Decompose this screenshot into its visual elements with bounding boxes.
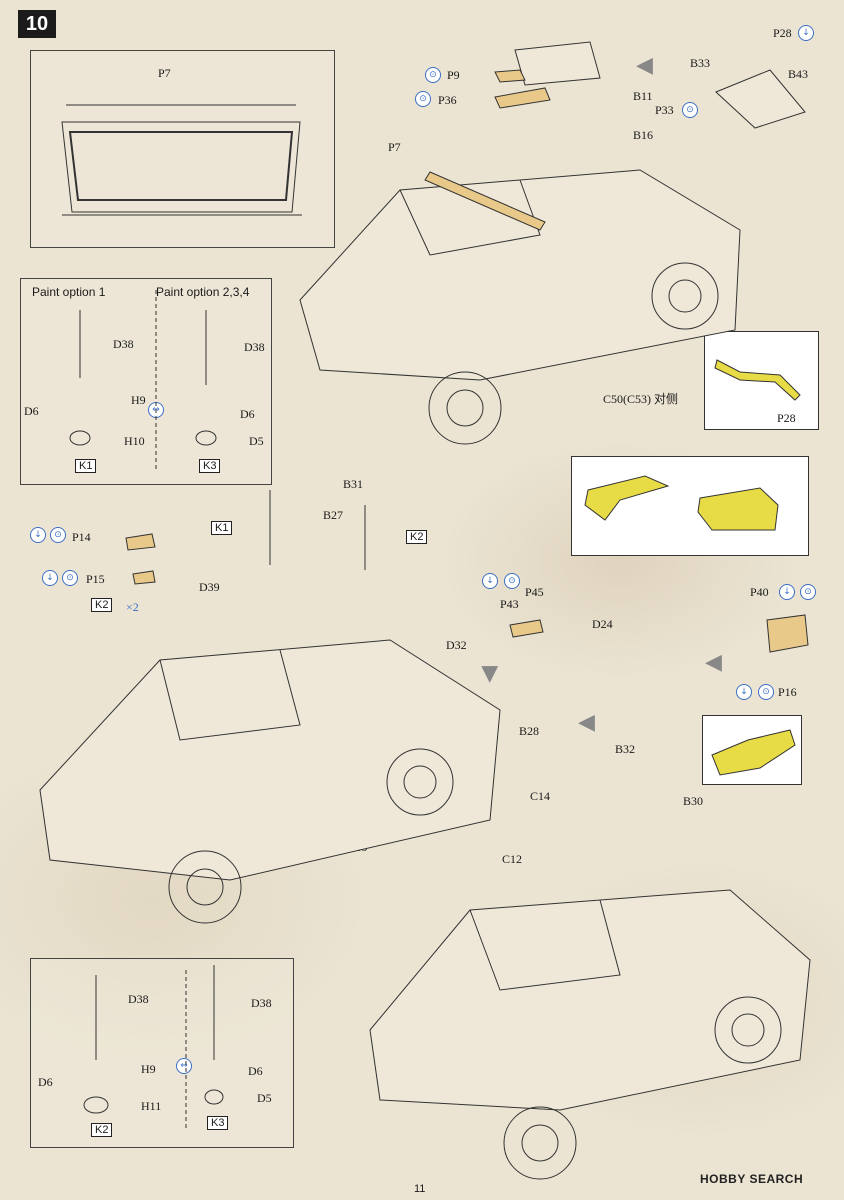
- paint-option-box-bottom: [30, 958, 294, 1148]
- part-label-h11: H11: [141, 1099, 162, 1113]
- step-number: 10: [18, 10, 56, 38]
- glue-icon-p40: ↓: [779, 584, 795, 600]
- part-label-p43: P43: [500, 597, 519, 611]
- part-label-b11: B11: [633, 89, 653, 103]
- part-label-p33: P33: [655, 103, 674, 117]
- part-label-b31: B31: [343, 477, 364, 491]
- quantity-x2: ×2: [126, 600, 139, 614]
- direction-arrow-p40: ◀: [705, 650, 722, 675]
- part-label-b16: B16: [633, 128, 654, 142]
- part-label-c50: C50(C53) 对侧: [603, 392, 679, 406]
- part-label-k3-a: K3: [199, 459, 221, 473]
- part-label-k2-a: K2: [406, 530, 428, 544]
- glue-icon-p36: ⊙: [415, 91, 431, 107]
- part-label-b43: B43: [788, 67, 809, 81]
- page-number: 11: [414, 1183, 426, 1195]
- part-label-c12: C12: [502, 852, 523, 866]
- part-label-d38-a: D38: [113, 337, 134, 351]
- glue-icon-p15: ↓: [42, 570, 58, 586]
- paint-icon-p40: ⊙: [800, 584, 816, 600]
- paint-icon-p43: ⊙: [504, 573, 520, 589]
- part-label-p45: P45: [525, 585, 544, 599]
- part-label-k2-b: K2: [91, 598, 113, 612]
- p28-detail-box: [704, 331, 819, 430]
- part-label-k2-c: K2: [91, 1123, 113, 1137]
- part-label-p16: P16: [778, 685, 797, 699]
- glue-icon-p16: ↓: [736, 684, 752, 700]
- part-label-k3-b: K3: [207, 1116, 229, 1130]
- part-label-p9: P9: [447, 68, 460, 82]
- part-label-p14: P14: [72, 530, 91, 544]
- glue-icon-p43: ↓: [482, 573, 498, 589]
- part-label-c14: C14: [530, 789, 551, 803]
- part-label-d24: D24: [592, 617, 613, 631]
- part-label-d38-b: D38: [244, 340, 265, 354]
- part-label-d5-b: D5: [257, 1091, 272, 1105]
- paint-icon-p15: ⊙: [62, 570, 78, 586]
- glue-icon-p28: ↓: [798, 25, 814, 41]
- part-label-b33: B33: [690, 56, 711, 70]
- part-label-d6-b: D6: [240, 407, 255, 421]
- part-label-p36: P36: [438, 93, 457, 107]
- part-label-p28-top: P28: [773, 26, 792, 40]
- part-label-h9-b: H9: [141, 1062, 156, 1076]
- part-label-b32: B32: [615, 742, 636, 756]
- part-label-p7-top: P7: [158, 66, 171, 80]
- part-label-d5-a: D5: [249, 434, 264, 448]
- part-label-k1-a: K1: [75, 459, 97, 473]
- paint-option-234-title: Paint option 2,3,4: [156, 285, 250, 299]
- swap-option-icon-2: ⇔: [176, 1058, 192, 1074]
- part-label-p28-detail: P28: [777, 411, 796, 425]
- glue-icon-p33: ⊙: [682, 102, 698, 118]
- watermark-logo: HOBBY SEARCH: [700, 1172, 804, 1186]
- part-label-d39-a: D39: [199, 580, 220, 594]
- paint-icon-p14: ⊙: [50, 527, 66, 543]
- part-label-h10: H10: [124, 434, 145, 448]
- direction-arrow-top: ◀: [636, 53, 653, 78]
- glue-icon-p9: ⊙: [425, 67, 441, 83]
- part-label-h9-a: H9: [131, 393, 146, 407]
- part-label-d38-c: D38: [128, 992, 149, 1006]
- part-label-b30: B30: [683, 794, 704, 808]
- glue-icon-p14: ↓: [30, 527, 46, 543]
- part-label-p7: P7: [388, 140, 401, 154]
- part-label-p15: P15: [86, 572, 105, 586]
- part-label-k1-b: K1: [211, 521, 233, 535]
- paint-icon-p16: ⊙: [758, 684, 774, 700]
- direction-arrow-b28: ◀: [578, 710, 595, 735]
- paint-option-box-top: [20, 278, 272, 485]
- part-label-d6-d: D6: [248, 1064, 263, 1078]
- part-label-d6-c: D6: [38, 1075, 53, 1089]
- part-label-b27: B27: [323, 508, 344, 522]
- part-label-d32: D32: [446, 638, 467, 652]
- part-label-b28: B28: [519, 724, 540, 738]
- part-label-p40: P40: [750, 585, 769, 599]
- paint-option-1-title: Paint option 1: [32, 285, 106, 299]
- part-label-d38-d: D38: [251, 996, 272, 1010]
- part-label-d6-a: D6: [24, 404, 39, 418]
